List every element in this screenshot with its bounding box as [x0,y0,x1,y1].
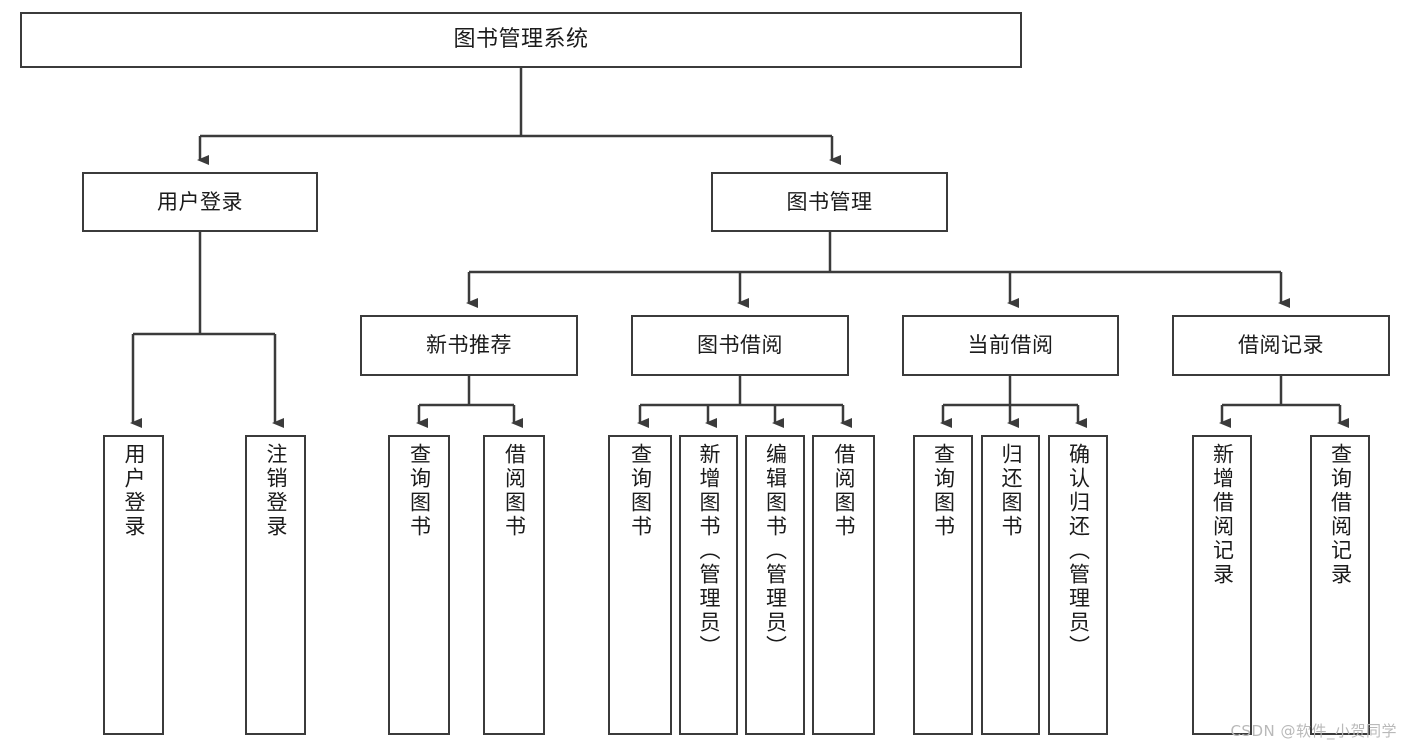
leaf-current-borrow-confirm[interactable]: 确认归还（管理员） [1048,435,1108,735]
leaf-user-login-login[interactable]: 用户登录 [103,435,164,735]
leaf-book-borrow-query[interactable]: 查询图书 [608,435,672,735]
leaf-new-book-query[interactable]: 查询图书 [388,435,450,735]
watermark: CSDN @软件_小贺同学 [1230,722,1397,740]
leaf-current-borrow-query[interactable]: 查询图书 [913,435,973,735]
node-label: 新增图书（管理员） [697,443,721,659]
node-label: 借阅图书 [502,443,527,539]
node-label: 当前借阅 [967,333,1054,358]
node-label: 用户登录 [157,189,243,214]
leaf-user-login-logout[interactable]: 注销登录 [245,435,306,735]
node-label: 借阅图书 [832,443,856,539]
node-book-management[interactable]: 图书管理 [711,172,948,232]
leaf-book-borrow-borrow[interactable]: 借阅图书 [812,435,875,735]
node-label: 查询图书 [407,443,432,539]
node-label: 确认归还（管理员） [1066,443,1091,659]
node-label: 注销登录 [264,443,288,539]
node-label: 用户登录 [122,443,146,539]
node-label: 图书借阅 [697,333,783,358]
node-user-login[interactable]: 用户登录 [82,172,318,232]
node-book-borrow[interactable]: 图书借阅 [631,315,849,376]
node-label: 新书推荐 [426,333,512,358]
node-root-system[interactable]: 图书管理系统 [20,12,1022,68]
node-label: 编辑图书（管理员） [763,443,788,659]
node-borrow-record[interactable]: 借阅记录 [1172,315,1390,376]
node-label: 查询图书 [628,443,653,539]
leaf-current-borrow-return[interactable]: 归还图书 [981,435,1040,735]
node-label: 查询借阅记录 [1328,443,1353,587]
node-label: 图书管理 [786,189,873,214]
node-label: 借阅记录 [1238,333,1324,358]
node-label: 新增借阅记录 [1210,443,1235,587]
node-current-borrow[interactable]: 当前借阅 [902,315,1119,376]
leaf-book-borrow-edit[interactable]: 编辑图书（管理员） [745,435,805,735]
node-label: 图书管理系统 [453,27,589,53]
node-new-book-recommend[interactable]: 新书推荐 [360,315,578,376]
leaf-borrow-record-add[interactable]: 新增借阅记录 [1192,435,1252,735]
leaf-book-borrow-add[interactable]: 新增图书（管理员） [679,435,738,735]
leaf-borrow-record-query[interactable]: 查询借阅记录 [1310,435,1370,735]
node-label: 归还图书 [999,443,1023,539]
leaf-new-book-borrow[interactable]: 借阅图书 [483,435,545,735]
node-label: 查询图书 [931,443,956,539]
